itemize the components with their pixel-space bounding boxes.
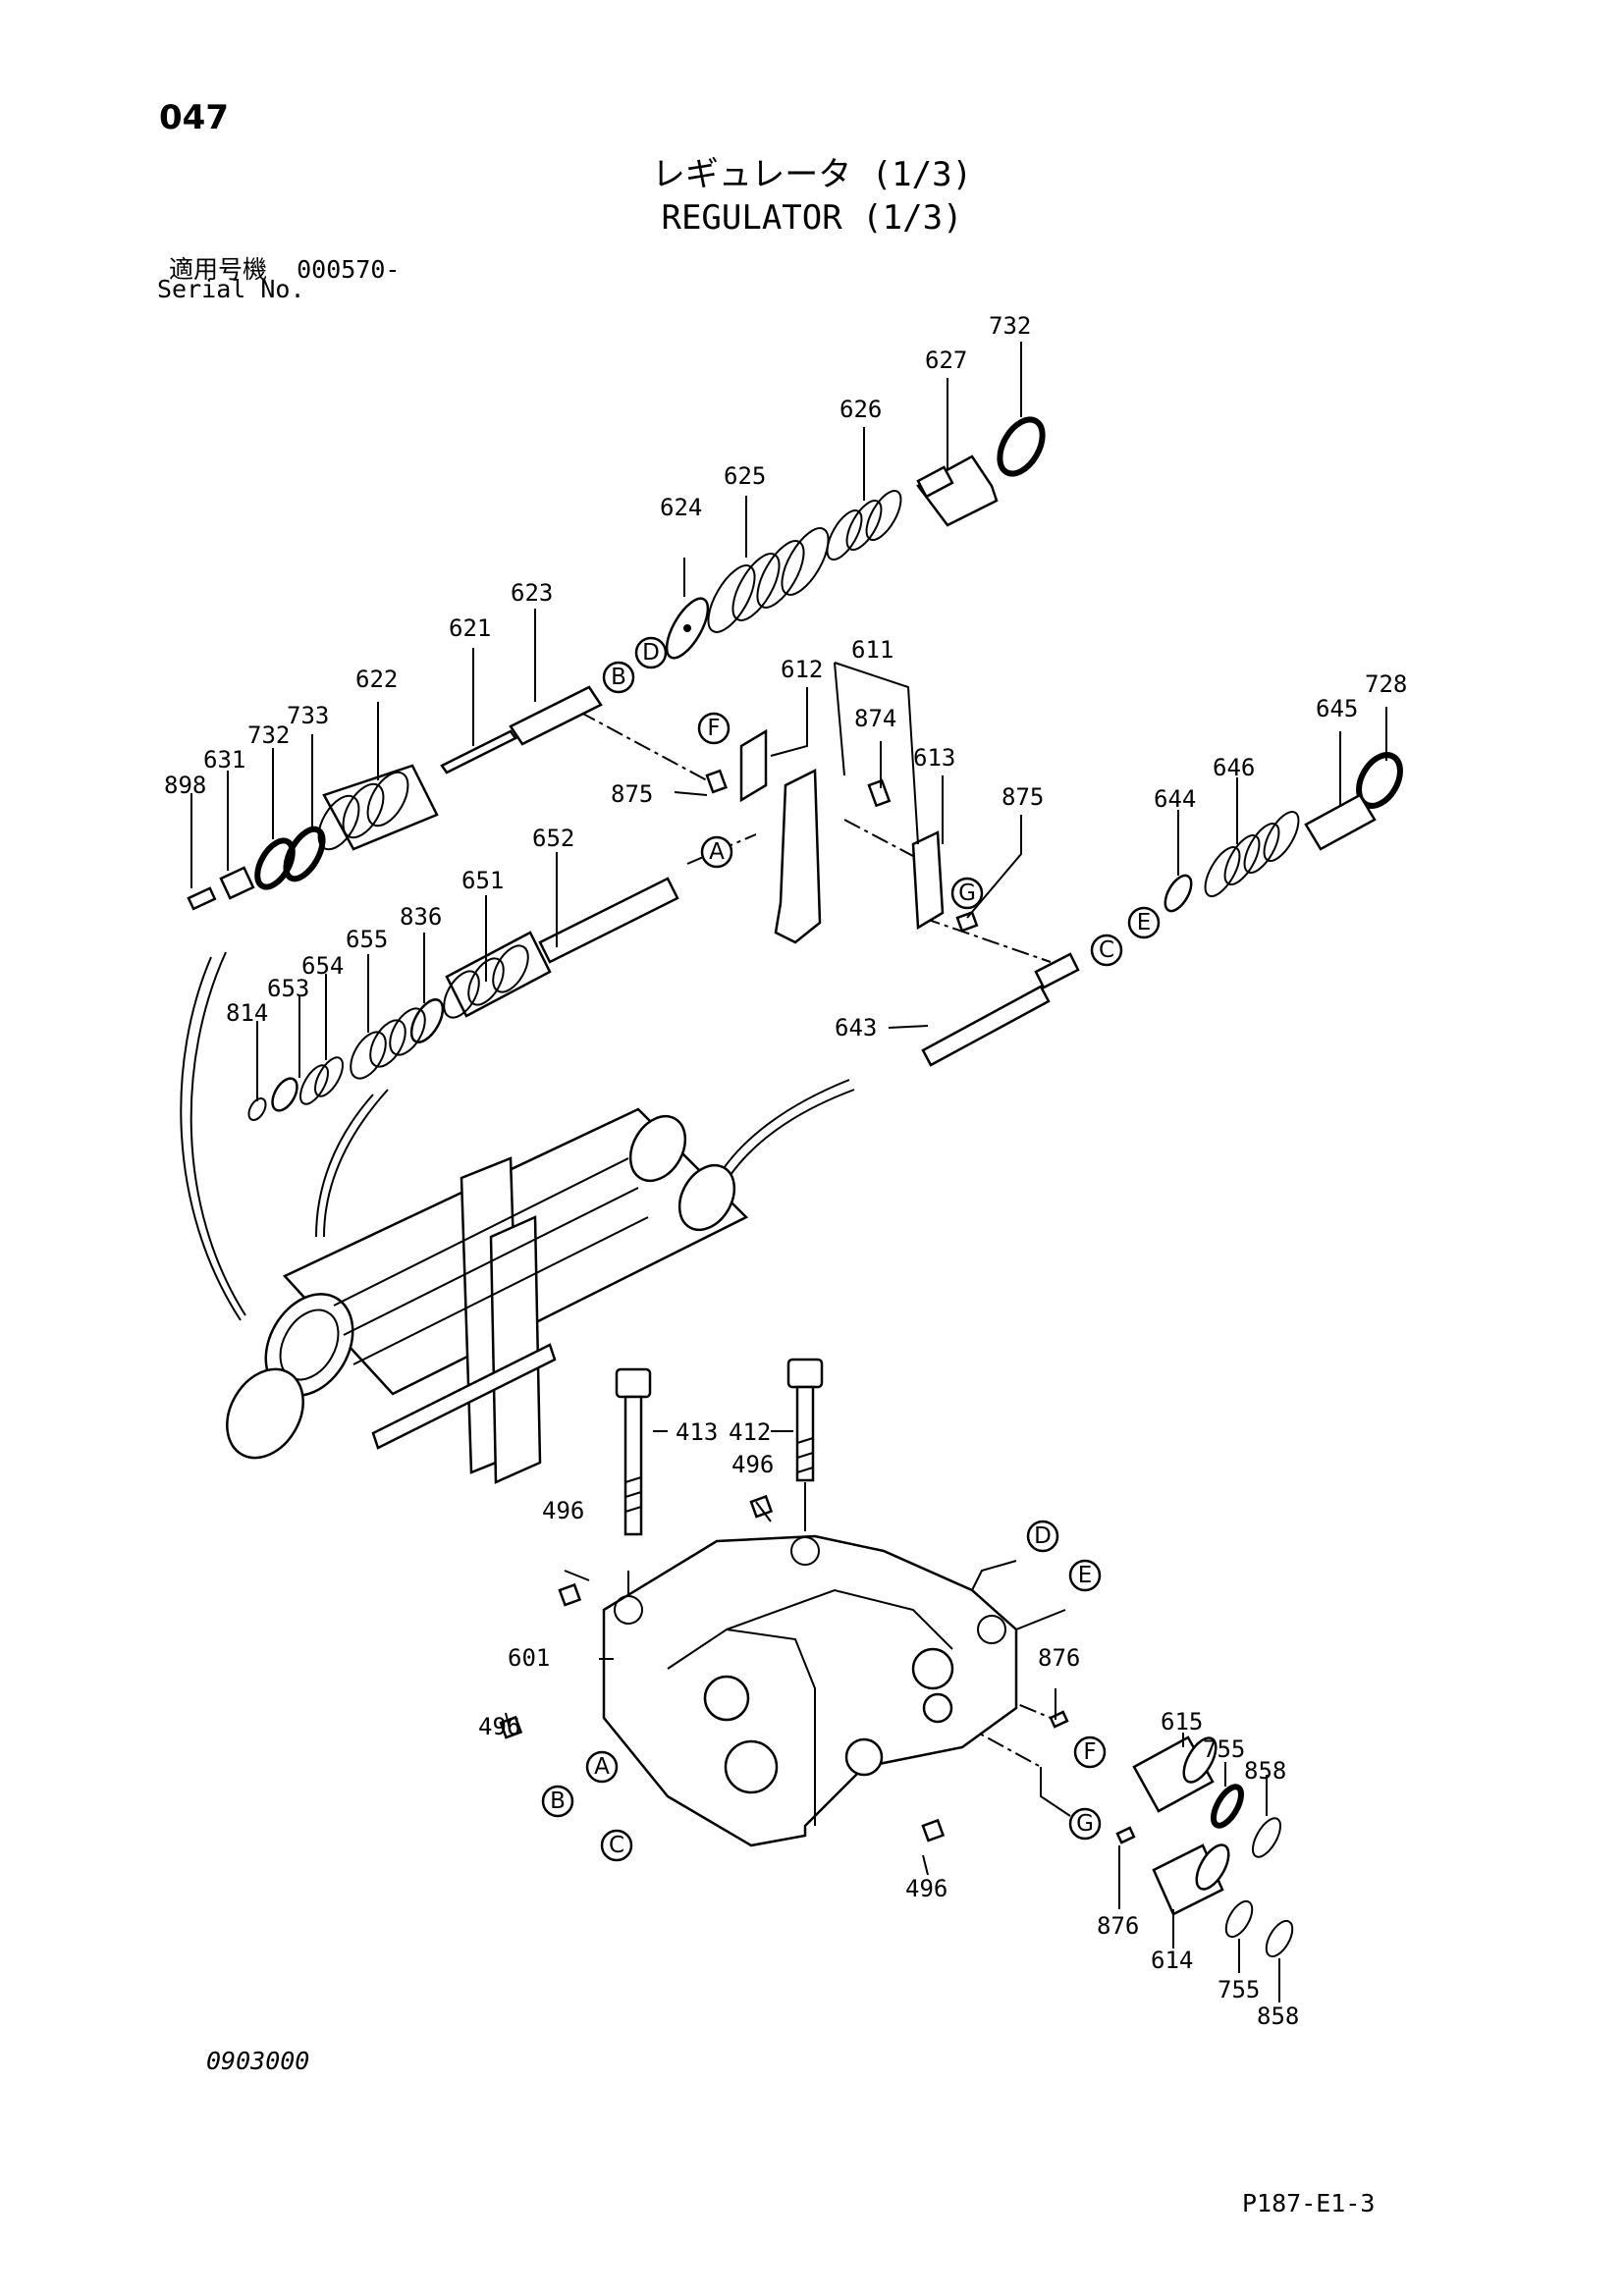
- part-label: 732: [247, 721, 290, 749]
- callout-f: F: [1073, 1735, 1107, 1769]
- svg-text:D: D: [642, 640, 660, 666]
- part-label: 496: [542, 1497, 584, 1524]
- part-label: 624: [660, 494, 702, 521]
- part-label: 643: [835, 1014, 877, 1041]
- serial-label-en: Serial No.: [157, 275, 305, 303]
- serial-label-jp: 適用号機: [169, 255, 268, 284]
- part-label: 612: [781, 656, 823, 683]
- part-label: 814: [226, 999, 268, 1027]
- part-label: 613: [913, 744, 955, 772]
- figure-code: 0903000: [206, 2047, 310, 2075]
- part-label: 652: [532, 825, 574, 852]
- part-label: 413: [676, 1418, 718, 1446]
- part-label: 601: [508, 1644, 550, 1672]
- part-label: 615: [1161, 1708, 1203, 1735]
- callout-a: A: [700, 835, 733, 869]
- page-code: P187-E1-3: [1242, 2189, 1376, 2217]
- part-label: 755: [1218, 1976, 1260, 2003]
- page-number: 047: [159, 98, 229, 137]
- callout-d: D: [634, 636, 668, 669]
- part-label: 627: [925, 347, 967, 374]
- callout-b: B: [602, 661, 635, 694]
- svg-text:B: B: [550, 1789, 566, 1814]
- part-label: 496: [478, 1713, 520, 1740]
- callout-e: E: [1127, 906, 1161, 939]
- callout-b: B: [541, 1785, 574, 1818]
- part-label: 626: [839, 396, 882, 423]
- casing-601: [499, 1494, 1018, 1847]
- part-label: 412: [729, 1418, 771, 1446]
- middle-spool-group: [247, 877, 679, 1121]
- callout-c: C: [1090, 934, 1123, 967]
- part-label: 874: [854, 705, 896, 732]
- svg-text:F: F: [707, 716, 720, 741]
- part-label: 644: [1154, 785, 1196, 813]
- callout-d: D: [1026, 1520, 1059, 1553]
- part-label: 631: [203, 746, 245, 774]
- part-label: 611: [851, 636, 893, 664]
- svg-text:A: A: [709, 839, 725, 865]
- callout-a: A: [585, 1750, 619, 1784]
- lever-group: [705, 728, 979, 944]
- part-label: 876: [1097, 1912, 1139, 1940]
- part-label: 614: [1151, 1947, 1193, 1974]
- svg-text:G: G: [958, 881, 976, 906]
- svg-text:E: E: [1078, 1563, 1093, 1588]
- upper-spool-group: [440, 416, 1046, 774]
- part-label: 645: [1316, 695, 1358, 722]
- left-sleeve-group: [187, 764, 439, 911]
- svg-text:C: C: [609, 1833, 624, 1858]
- part-label: 623: [511, 579, 553, 607]
- leader-lines: [190, 342, 1387, 2002]
- part-label: 858: [1257, 2002, 1299, 2030]
- part-label: 733: [287, 702, 329, 729]
- svg-text:A: A: [594, 1754, 610, 1780]
- callout-c: C: [600, 1829, 633, 1862]
- part-label: 653: [267, 975, 309, 1002]
- part-label: 496: [905, 1875, 947, 1902]
- part-label: 732: [989, 312, 1031, 340]
- part-label: 655: [346, 926, 388, 953]
- title-english: REGULATOR (1/3): [661, 198, 963, 238]
- callout-e: E: [1068, 1559, 1102, 1592]
- serial-applicable-label: 適用号機 000570-: [169, 250, 400, 286]
- part-labels: 732 627 626 625 624 623 621 622 733 732 …: [164, 312, 1407, 2030]
- svg-text:E: E: [1137, 910, 1152, 935]
- part-label: 654: [301, 952, 344, 980]
- part-label: 875: [1001, 783, 1044, 811]
- assembled-view: [226, 1107, 749, 1484]
- part-label: 646: [1213, 754, 1255, 781]
- callout-g: G: [950, 877, 984, 910]
- part-label: 876: [1038, 1644, 1080, 1672]
- part-label: 898: [164, 772, 206, 799]
- part-label: 858: [1244, 1757, 1286, 1785]
- svg-text:F: F: [1083, 1739, 1096, 1765]
- plug-group: [1049, 1710, 1294, 1958]
- part-label: 755: [1203, 1735, 1245, 1763]
- svg-text:B: B: [611, 665, 626, 690]
- callout-f: F: [697, 712, 731, 745]
- callout-letters: B D F A G C E D E A B C F G: [541, 636, 1161, 1862]
- part-label: 728: [1365, 670, 1407, 698]
- bolts: [615, 1358, 824, 1536]
- part-label: 625: [724, 462, 766, 490]
- right-spool-group: [921, 752, 1403, 1067]
- svg-text:C: C: [1099, 937, 1114, 963]
- part-label: 496: [731, 1451, 774, 1478]
- title-japanese: レギュレータ (1/3): [651, 155, 973, 194]
- part-label: 651: [461, 867, 504, 894]
- part-label: 621: [449, 614, 491, 642]
- part-label: 622: [355, 666, 398, 693]
- part-label: 875: [611, 780, 653, 808]
- svg-text:G: G: [1076, 1811, 1094, 1837]
- part-label: 836: [400, 903, 442, 931]
- callout-g: G: [1068, 1807, 1102, 1841]
- svg-text:D: D: [1034, 1523, 1052, 1549]
- serial-value: 000570-: [297, 255, 401, 284]
